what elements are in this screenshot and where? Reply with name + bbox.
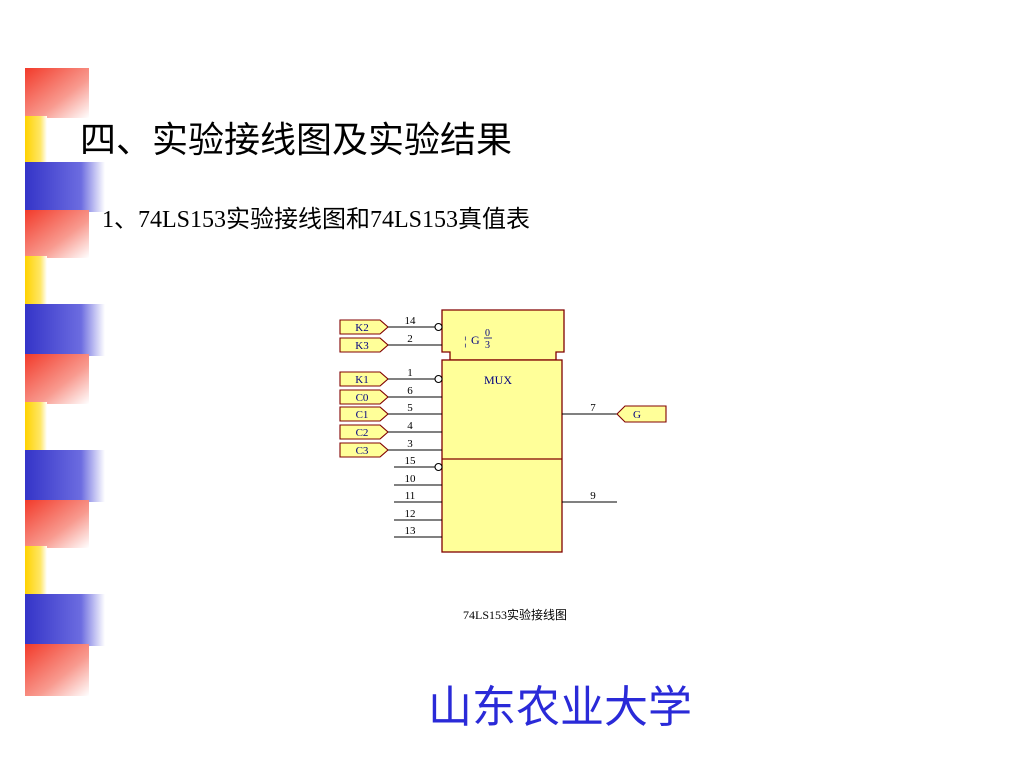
- switch-label: K1: [355, 374, 368, 386]
- switch-label-box: [339, 319, 389, 335]
- switch-label-box: [339, 371, 389, 387]
- switch-label: C0: [356, 392, 369, 404]
- pin-number: 6: [407, 385, 413, 397]
- inversion-bubble: [434, 462, 443, 472]
- stripe-block: [25, 256, 47, 306]
- pin-number: 13: [405, 525, 417, 537]
- unconnected-pin-12: 12: [394, 508, 442, 521]
- chip-control-marker: ¦: [464, 333, 467, 348]
- stripe-block: [25, 594, 105, 646]
- stripe-block: [25, 354, 89, 404]
- pin-number: 3: [407, 438, 413, 450]
- slide-title: 四、实验接线图及实验结果: [80, 120, 513, 160]
- switch-label-box: [339, 389, 389, 405]
- output-pin-9: 9: [562, 490, 617, 503]
- pin-number: 11: [405, 490, 416, 502]
- input-switch-c3: C3 3: [339, 438, 442, 458]
- pin-number: 2: [407, 333, 413, 345]
- switch-label: K3: [355, 340, 369, 352]
- diagram-caption: 74LS153实验接线图: [462, 608, 567, 622]
- switch-label-box: [339, 337, 389, 353]
- output-group: 7G9: [562, 402, 667, 503]
- chip-control-block: [441, 309, 565, 361]
- input-switch-c1: C1 5: [339, 402, 442, 422]
- switch-label-box: [339, 424, 389, 440]
- stripe-block: [25, 644, 89, 696]
- chip-control-fraction-bottom: 3: [485, 340, 490, 351]
- switch-label: K2: [355, 322, 368, 334]
- stripe-block: [25, 68, 89, 118]
- unconnected-pin-15: 15: [394, 455, 443, 472]
- slide-subtitle: 1、74LS153实验接线图和74LS153真值表: [102, 207, 531, 233]
- stripe-block: [25, 450, 105, 502]
- switch-label: C3: [356, 445, 369, 457]
- university-name: 山东农业大学: [428, 683, 692, 732]
- input-switch-c2: C2 4: [339, 420, 442, 440]
- pin-number: 7: [590, 402, 596, 414]
- pin-number: 14: [405, 315, 417, 327]
- output-indicator-box: [616, 405, 667, 423]
- inversion-bubble: [434, 374, 443, 384]
- unconnected-pin-10: 10: [394, 473, 442, 486]
- chip-function-label: MUX: [484, 373, 512, 387]
- input-switch-k3: K3 2: [339, 333, 442, 353]
- chip-control-fraction-top: 0: [485, 328, 490, 339]
- stripe-block: [25, 162, 105, 212]
- stripe-block: [25, 402, 47, 452]
- pin-number: 9: [590, 490, 596, 502]
- switch-label: C1: [356, 409, 369, 421]
- inversion-bubble: [434, 322, 443, 332]
- stripe-block: [25, 210, 89, 258]
- input-switch-c0: C0 6: [339, 385, 442, 405]
- unconnected-pin-11: 11: [394, 490, 442, 503]
- stripe-block: [25, 304, 105, 356]
- switch-label-box: [339, 406, 389, 422]
- input-switch-k1: K1 1: [339, 367, 443, 387]
- unconnected-pin-13: 13: [394, 525, 442, 538]
- pin-number: 4: [407, 420, 413, 432]
- input-switch-k2: K2 14: [339, 315, 443, 335]
- output-pin-7: 7G: [562, 402, 667, 423]
- chip-control-text: G: [471, 333, 480, 347]
- stripe-block: [25, 500, 89, 548]
- pin-number: 1: [407, 367, 413, 379]
- decorative-stripe: [25, 68, 105, 696]
- pin-number: 5: [407, 402, 413, 414]
- unconnected-pin-group: 15 10 11 12 13: [394, 455, 443, 538]
- output-label: G: [633, 409, 641, 421]
- pin-number: 15: [405, 455, 417, 467]
- stripe-block: [25, 116, 47, 164]
- pin-number: 10: [405, 473, 417, 485]
- pin-number: 12: [405, 508, 416, 520]
- chip-body: [441, 359, 563, 553]
- stripe-block: [25, 546, 47, 596]
- switch-label-box: [339, 442, 389, 458]
- switch-label: C2: [356, 427, 369, 439]
